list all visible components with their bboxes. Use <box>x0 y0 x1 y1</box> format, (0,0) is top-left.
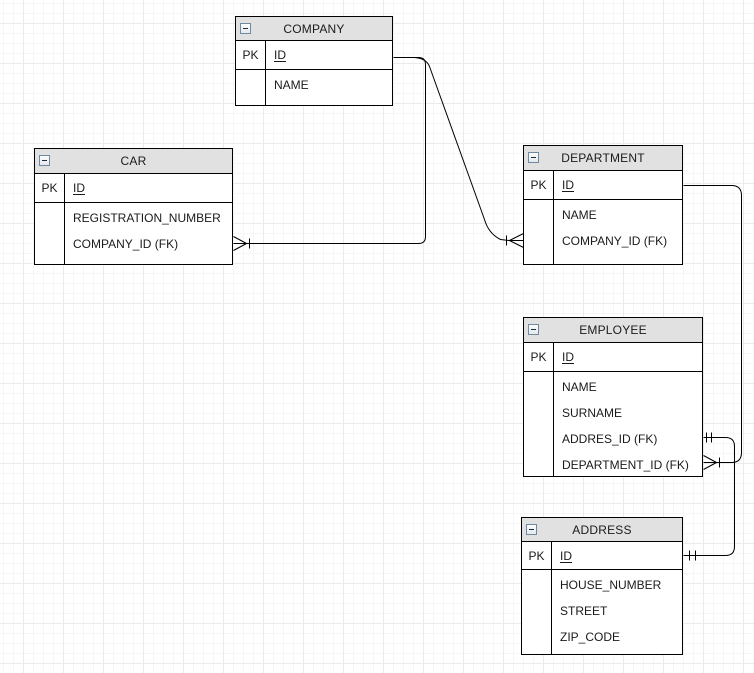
attribute-section: REGISTRATION_NUMBER COMPANY_ID (FK) <box>35 203 232 264</box>
attribute[interactable]: NAME <box>274 78 309 92</box>
pk-field: ID <box>562 350 574 364</box>
pk-row[interactable]: PK ID <box>524 343 702 372</box>
collapse-icon[interactable] <box>39 155 50 166</box>
entity-department[interactable]: DEPARTMENT PK ID NAME COMPANY_ID (FK) <box>523 145 683 265</box>
entity-header: EMPLOYEE <box>524 318 702 343</box>
attribute[interactable]: COMPANY_ID (FK) <box>562 234 668 248</box>
entity-header: ADDRESS <box>522 518 682 542</box>
pk-label: PK <box>522 542 552 569</box>
entity-title: CAR <box>120 154 147 168</box>
pk-field: ID <box>560 548 572 563</box>
pk-column <box>236 70 266 105</box>
attribute[interactable]: NAME <box>562 380 597 394</box>
entity-header: CAR <box>35 149 232 174</box>
pk-column <box>522 570 552 654</box>
attribute-section: NAME COMPANY_ID (FK) <box>524 200 682 264</box>
entity-address[interactable]: ADDRESS PK ID HOUSE_NUMBER STREET ZIP_CO… <box>521 517 683 655</box>
entity-employee[interactable]: EMPLOYEE PK ID NAME SURNAME ADDRES_ID (F… <box>523 317 703 477</box>
collapse-icon[interactable] <box>240 22 251 34</box>
attribute-section: HOUSE_NUMBER STREET ZIP_CODE <box>522 570 682 654</box>
pk-label: PK <box>236 41 266 69</box>
attribute[interactable]: HOUSE_NUMBER <box>560 578 662 592</box>
pk-row[interactable]: PK ID <box>236 41 392 70</box>
entity-title: DEPARTMENT <box>561 151 645 165</box>
entity-title: COMPANY <box>283 21 345 36</box>
relationship-company-department[interactable] <box>393 57 524 248</box>
attribute[interactable]: ZIP_CODE <box>560 630 621 644</box>
entity-title: ADDRESS <box>572 522 632 537</box>
attribute[interactable]: ADDRES_ID (FK) <box>562 432 658 446</box>
attribute[interactable]: COMPANY_ID (FK) <box>73 237 179 251</box>
pk-field: ID <box>73 181 85 195</box>
entity-header: COMPANY <box>236 17 392 41</box>
pk-row[interactable]: PK ID <box>35 174 232 203</box>
attribute[interactable]: NAME <box>562 208 597 222</box>
attribute-section: NAME SURNAME ADDRES_ID (FK) DEPARTMENT_I… <box>524 372 702 476</box>
collapse-icon[interactable] <box>526 523 537 535</box>
pk-column <box>524 372 554 476</box>
pk-label: PK <box>35 174 65 202</box>
entity-car[interactable]: CAR PK ID REGISTRATION_NUMBER COMPANY_ID… <box>34 148 233 265</box>
pk-row[interactable]: PK ID <box>524 171 682 200</box>
attribute[interactable]: DEPARTMENT_ID (FK) <box>562 458 689 472</box>
pk-row[interactable]: PK ID <box>522 542 682 570</box>
pk-label: PK <box>524 171 554 199</box>
pk-column <box>524 200 554 264</box>
pk-column <box>35 203 65 264</box>
pk-field: ID <box>274 48 286 62</box>
entity-company[interactable]: COMPANY PK ID NAME <box>235 16 393 106</box>
relationship-employee-address[interactable] <box>683 432 735 561</box>
collapse-icon[interactable] <box>528 324 539 335</box>
attribute-section: NAME <box>236 70 392 105</box>
attribute[interactable]: SURNAME <box>562 406 623 420</box>
relationship-department-employee[interactable] <box>683 185 742 470</box>
attribute[interactable]: REGISTRATION_NUMBER <box>73 211 221 225</box>
relationship-company-car[interactable] <box>233 57 426 251</box>
pk-field: ID <box>562 178 574 192</box>
entity-header: DEPARTMENT <box>524 146 682 171</box>
attribute[interactable]: STREET <box>560 604 608 618</box>
entity-title: EMPLOYEE <box>579 323 647 337</box>
pk-label: PK <box>524 343 554 371</box>
collapse-icon[interactable] <box>528 152 539 163</box>
